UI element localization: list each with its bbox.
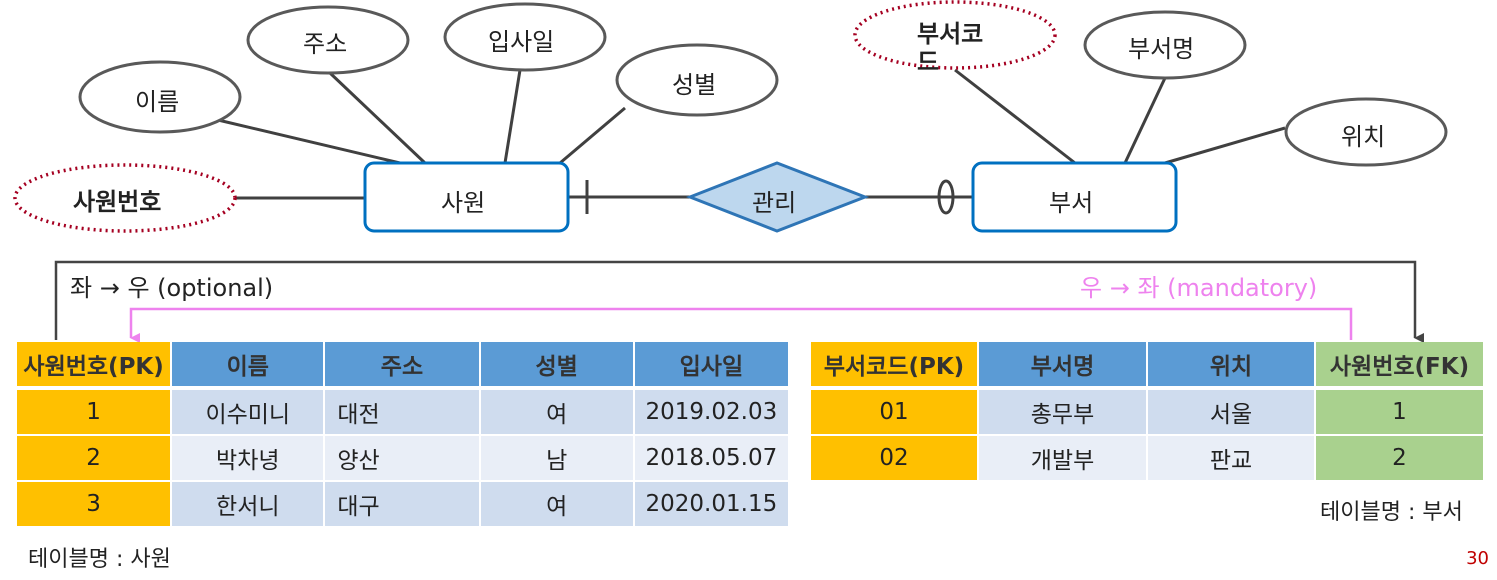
- attr-location: [1284, 97, 1448, 167]
- department-table: 부서코드(PK) 부서명 위치 사원번호(FK) 01 총무부 서울 1 02 …: [809, 340, 1485, 482]
- attribute-lines: [217, 68, 1286, 215]
- relationship-manage: [685, 161, 870, 233]
- cell: 이수미니: [205, 402, 291, 428]
- mandatory-label: 우 → 좌 (mandatory): [1080, 274, 1318, 302]
- cell: 02: [811, 436, 977, 480]
- header-cell: 성별: [480, 342, 633, 386]
- header-cell: 부서명: [979, 342, 1146, 386]
- optional-arrow-line: [54, 260, 1424, 343]
- header-cell: 위치: [1148, 342, 1314, 386]
- cell: 개발부: [1030, 448, 1095, 474]
- attr-name-label: 이름: [135, 88, 180, 116]
- attr-hire-date: [443, 2, 607, 72]
- table-row: 01 총무부 서울 1: [811, 390, 1483, 434]
- attr-gender: [615, 43, 779, 117]
- attr-dept-name: [1083, 10, 1247, 80]
- cell: 한서니: [216, 494, 280, 520]
- cell: 양산: [337, 448, 380, 474]
- cell: 2: [1316, 436, 1483, 480]
- cell: 대전: [337, 402, 380, 428]
- attr-dept-code-label: 부서코드: [917, 20, 984, 76]
- table-row: 02 개발부 판교 2: [811, 436, 1483, 480]
- cell: 3: [17, 482, 171, 526]
- page-number: 30: [1466, 548, 1489, 569]
- entity-department: [971, 161, 1178, 233]
- cell: 박차녕: [216, 448, 280, 474]
- employee-table: 사원번호(PK) 이름 주소 성별 입사일 1 이수미니 대전 여 2019.0…: [15, 340, 790, 528]
- attr-dept-code-pk: [853, 0, 1057, 70]
- employee-table-caption: 테이블명 : 사원: [28, 547, 171, 572]
- table-row: 2 박차녕 양산 남 2018.05.07: [17, 436, 788, 480]
- cell: 여: [546, 494, 568, 520]
- table-header-row: 부서코드(PK) 부서명 위치 사원번호(FK): [811, 342, 1483, 386]
- cell: 01: [811, 390, 977, 434]
- attr-emp-no-label: 사원번호: [73, 188, 162, 216]
- cell: 1: [17, 390, 171, 434]
- cell: 남: [546, 448, 568, 474]
- relationship-label: 관리: [752, 189, 797, 217]
- header-cell: 부서코드(PK): [811, 342, 977, 386]
- attr-address-label: 주소: [303, 30, 348, 58]
- table-row: 3 한서니 대구 여 2020.01.15: [17, 482, 788, 526]
- attr-dept-name-label: 부서명: [1128, 35, 1195, 63]
- table-row: 1 이수미니 대전 여 2019.02.03: [17, 390, 788, 434]
- attr-name: [78, 60, 242, 134]
- header-cell: 사원번호(FK): [1316, 342, 1483, 386]
- cell: 2018.05.07: [645, 445, 778, 471]
- mandatory-arrow-line: [129, 307, 1353, 343]
- entity-employee-label: 사원: [441, 189, 486, 217]
- cell: 서울: [1209, 402, 1253, 428]
- cell: 여: [546, 402, 568, 428]
- optional-label: 좌 → 우 (optional): [70, 274, 274, 302]
- cell: 대구: [337, 494, 380, 520]
- header-cell: 주소: [325, 342, 479, 386]
- header-cell: 사원번호(PK): [17, 342, 171, 386]
- cell: 2019.02.03: [645, 399, 778, 425]
- attr-location-label: 위치: [1341, 123, 1386, 151]
- cell: 2020.01.15: [645, 491, 778, 517]
- attr-emp-no-pk: [13, 163, 237, 233]
- attr-address: [246, 5, 410, 75]
- department-table-caption: 테이블명 : 부서: [1320, 500, 1463, 525]
- entity-employee: [363, 161, 570, 233]
- cell: 2: [17, 436, 171, 480]
- header-cell: 입사일: [634, 342, 788, 386]
- entity-department-label: 부서: [1049, 189, 1094, 217]
- attr-hire-date-label: 입사일: [488, 28, 555, 56]
- cell: 판교: [1209, 448, 1253, 474]
- header-cell: 이름: [172, 342, 324, 386]
- cell: 총무부: [1030, 402, 1095, 428]
- table-header-row: 사원번호(PK) 이름 주소 성별 입사일: [17, 342, 788, 386]
- cell: 1: [1316, 390, 1483, 434]
- attr-gender-label: 성별: [672, 71, 717, 99]
